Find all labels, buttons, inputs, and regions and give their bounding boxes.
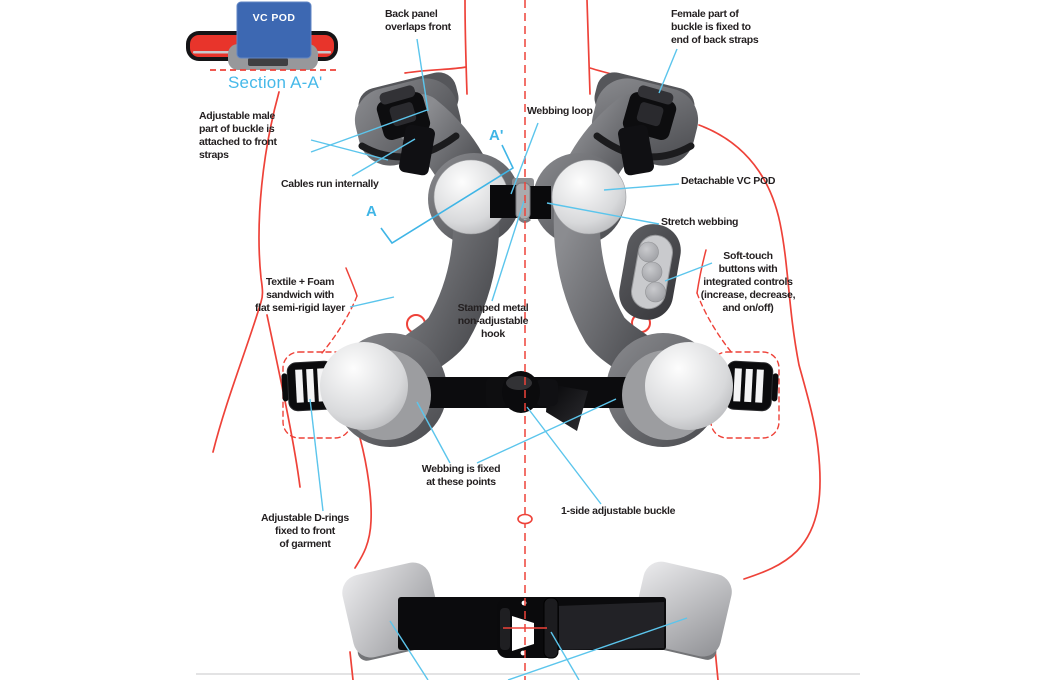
label-stamped-hook: Stamped metal non-adjustable hook [457, 302, 529, 341]
neck-line-left [464, 0, 468, 95]
leader-webbing-fixed-right [476, 398, 617, 464]
section-cut-line [380, 144, 515, 245]
leader-male-buckle-2 [310, 109, 428, 153]
left-torso-line [266, 314, 301, 488]
leader-soft-touch [664, 262, 713, 282]
label-webbing-fixed: Webbing is fixed at these points [421, 463, 501, 489]
leader-back-panel [416, 38, 429, 112]
leader-textile [349, 296, 395, 308]
center-pods [433, 159, 627, 235]
left-arm-line [212, 91, 280, 453]
section-caption: Section A-A' [228, 73, 323, 92]
right-side-line [698, 124, 821, 580]
chest-buckle [486, 371, 558, 413]
leader-waist-cross [507, 617, 688, 680]
leader-waist-center [550, 631, 580, 680]
label-soft-touch: Soft-touch buttons with integrated contr… [700, 250, 796, 315]
section-detail [186, 1, 340, 71]
left-shoulder-buckle [376, 85, 435, 176]
leader-stretch-webbing [546, 202, 660, 225]
left-chest-pod [320, 342, 431, 440]
leader-male-buckle-1 [310, 139, 389, 161]
right-d-ring [724, 360, 779, 412]
label-detachable-pod: Detachable VC POD [681, 175, 776, 187]
label-stretch-webbing: Stretch webbing [661, 216, 739, 228]
label-female-buckle: Female part of buckle is fixed to end of… [671, 8, 759, 47]
leader-d-rings [309, 398, 324, 512]
label-one-side-buckle: 1-side adjustable buckle [561, 505, 676, 517]
label-male-buckle: Adjustable male part of buckle is attach… [199, 110, 277, 162]
left-hip-line [349, 437, 373, 680]
leader-waist-left [389, 620, 429, 680]
leader-detachable-pod [603, 183, 680, 191]
metal-hook [515, 182, 531, 220]
label-back-panel: Back panel overlaps front [385, 8, 451, 34]
label-d-rings: Adjustable D-rings fixed to front of gar… [261, 512, 349, 551]
soft-touch-buttons [631, 234, 673, 310]
body-outline [212, 0, 821, 680]
button-increase [638, 241, 659, 263]
left-strap-tab [399, 124, 435, 176]
right-center-pod [551, 159, 627, 235]
button-decrease [645, 281, 666, 303]
waist-belt [342, 561, 732, 661]
leader-webbing-fixed-left [416, 401, 451, 464]
vc-pod-box [236, 1, 312, 59]
right-strap-tab [618, 124, 654, 176]
leader-stamped-hook [491, 200, 525, 302]
neck-line-right [586, 0, 591, 95]
label-webbing-loop: Webbing loop [527, 105, 593, 117]
section-mark-a-prime: A' [489, 127, 504, 144]
label-cables: Cables run internally [281, 178, 379, 190]
right-chest-pod [622, 342, 733, 440]
webbing-right [529, 186, 551, 219]
leader-one-side-buckle [526, 406, 602, 505]
navel-mark [517, 513, 533, 525]
leader-cables [351, 138, 416, 177]
vc-pod-label: VC POD [252, 12, 296, 24]
leader-webbing-loop [510, 122, 539, 195]
button-power [641, 261, 663, 283]
chest-strap [404, 371, 662, 431]
right-shoulder-buckle [618, 85, 677, 176]
section-mark-a: A [366, 203, 377, 220]
leader-lines [309, 38, 713, 680]
leader-female-buckle [658, 48, 678, 94]
label-textile-foam: Textile + Foam sandwich with flat semi-r… [255, 276, 345, 315]
